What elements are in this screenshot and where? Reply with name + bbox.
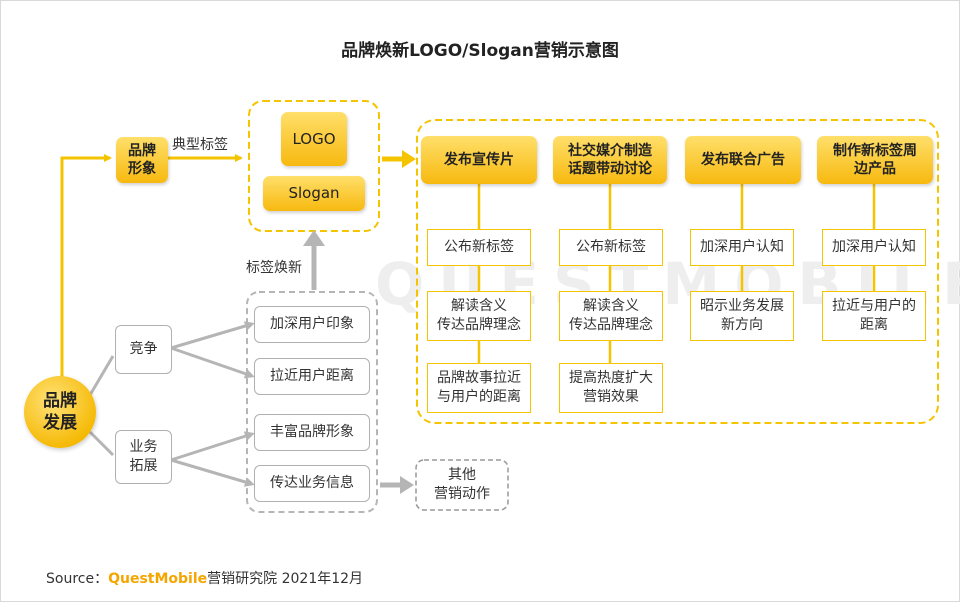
goal-item: 传达业务信息 [254,465,370,502]
source-suffix: 营销研究院 2021年12月 [207,571,364,587]
other-box-border [415,459,509,511]
action-item: 解读含义 传达品牌理念 [427,291,531,341]
action-item: 公布新标签 [559,229,663,266]
action-item: 提高热度扩大 营销效果 [559,363,663,413]
action-title: 发布宣传片 [421,136,537,184]
source-brand: QuestMobile [108,571,208,587]
refresh-label: 标签焕新 [246,260,302,276]
goal-item: 丰富品牌形象 [254,414,370,451]
competition-node: 竞争 [115,325,172,374]
action-item: 昭示业务发展 新方向 [690,291,794,341]
diagram-title: 品牌焕新LOGO/Slogan营销示意图 [341,41,619,61]
action-item: 加深用户认知 [822,229,926,266]
other-actions-node: 其他 营销动作 [434,467,490,502]
brand-image-node: 品牌 形象 [116,137,168,183]
slogan-box: Slogan [263,176,365,211]
action-item: 品牌故事拉近 与用户的距离 [427,363,531,413]
action-item: 拉近与用户的 距离 [822,291,926,341]
typical-label: 典型标签 [172,137,228,153]
business-expansion-node: 业务 拓展 [115,430,172,484]
group-to-actions-arrowhead [402,150,416,168]
action-title: 制作新标签周 边产品 [817,136,933,184]
action-title: 社交媒介制造 话题带动讨论 [553,136,667,184]
goal-item: 拉近用户距离 [254,358,370,395]
goals-group-border [246,291,378,513]
action-title: 发布联合广告 [685,136,801,184]
action-item: 公布新标签 [427,229,531,266]
root-to-competition-connector [88,355,115,396]
actions-group-border [416,119,939,424]
source-prefix: Source： [46,571,109,587]
action-item: 加深用户认知 [690,229,794,266]
root-to-brand-connector [60,154,112,385]
goal-item: 加深用户印象 [254,306,370,343]
logo-box: LOGO [281,112,347,166]
source-note: Source：QuestMobile营销研究院 2021年12月 [46,568,363,588]
root-to-expansion-connector [88,430,115,457]
action-item: 解读含义 传达品牌理念 [559,291,663,341]
root-node: 品牌 发展 [24,376,96,448]
